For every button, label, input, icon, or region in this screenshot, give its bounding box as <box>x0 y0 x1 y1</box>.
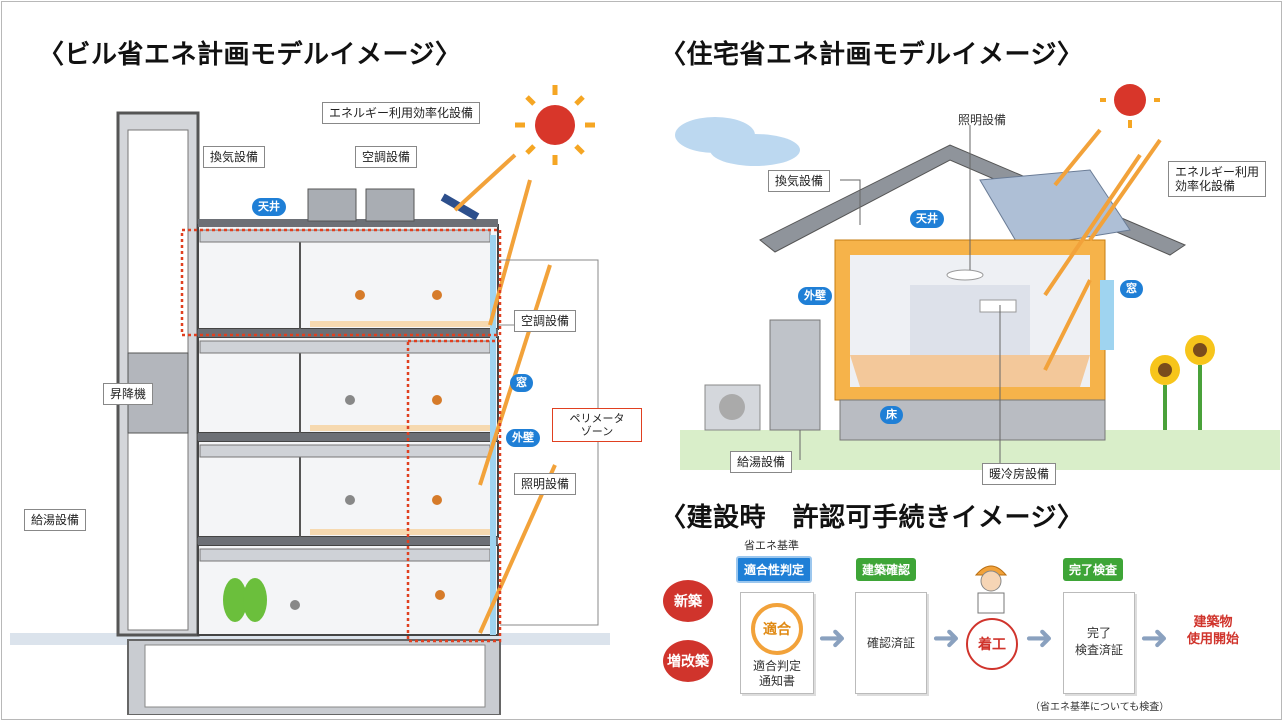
step-conformity-header: 適合性判定 <box>736 556 813 583</box>
house-label-lighting: 照明設備 <box>958 113 1007 127</box>
house-label-hot-water: 給湯設備 <box>730 451 793 473</box>
arrow-right-icon: ➜ <box>1140 618 1169 658</box>
step-building-confirmation-header: 建築確認 <box>856 558 917 581</box>
label-air-conditioning-side: 空調設備 <box>514 310 577 332</box>
house-illustration <box>675 84 1280 470</box>
building-model-title: 〈ビル省エネ計画モデルイメージ〉 <box>38 40 462 70</box>
badge-ceiling: 天井 <box>252 198 286 216</box>
step-building-use-start: 建築物 使用開始 <box>1186 615 1239 647</box>
inspection-certificate-text: 完了 検査済証 <box>1074 626 1123 657</box>
conformity-stamp: 適合 <box>751 603 803 655</box>
arrow-right-icon: ➜ <box>932 618 961 658</box>
label-ventilation-equipment: 換気設備 <box>203 146 266 168</box>
house-badge-ceiling: 天井 <box>910 210 944 228</box>
extension-badge: 増改築 <box>663 640 713 682</box>
house-label-ventilation: 換気設備 <box>768 170 831 192</box>
permit-process-title: 〈建設時 許認可手続きイメージ〉 <box>660 503 1084 533</box>
house-badge-floor: 床 <box>880 406 903 424</box>
step-conformity-body: 適合判定 通知書 <box>752 659 801 688</box>
step-construction-start: 着工 <box>966 618 1018 670</box>
badge-window: 窓 <box>510 374 533 392</box>
house-label-heating-cooling: 暖冷房設備 <box>982 463 1057 485</box>
house-label-energy-efficiency: エネルギー利用 効率化設備 <box>1168 161 1267 197</box>
arrow-right-icon: ➜ <box>818 618 847 658</box>
inspection-note: （省エネ基準についても検査） <box>1030 702 1170 713</box>
building-illustration <box>10 85 610 715</box>
step-confirmation-certificate: 確認済証 <box>855 592 927 694</box>
label-energy-efficiency-equipment: エネルギー利用効率化設備 <box>322 102 481 124</box>
step-inspection-certificate: 完了 検査済証 <box>1063 592 1135 694</box>
house-badge-outer-wall: 外壁 <box>798 287 832 305</box>
step-completion-inspection-header: 完了検査 <box>1063 558 1124 581</box>
step-conformity-document: 適合 適合判定 通知書 <box>740 592 814 694</box>
house-model-title: 〈住宅省エネ計画モデルイメージ〉 <box>660 40 1084 70</box>
label-air-conditioning-top: 空調設備 <box>355 146 418 168</box>
house-badge-window: 窓 <box>1120 280 1143 298</box>
badge-outer-wall: 外壁 <box>506 429 540 447</box>
new-build-badge: 新築 <box>663 580 713 622</box>
energy-standard-caption: 省エネ基準 <box>744 539 799 552</box>
construction-worker-icon <box>974 565 1008 614</box>
label-hot-water-supply: 給湯設備 <box>24 509 87 531</box>
label-perimeter-zone: ペリメータ ゾーン <box>552 408 642 442</box>
label-lighting-equipment: 照明設備 <box>514 473 577 495</box>
label-elevator: 昇降機 <box>103 383 154 405</box>
arrow-right-icon: ➜ <box>1025 618 1054 658</box>
